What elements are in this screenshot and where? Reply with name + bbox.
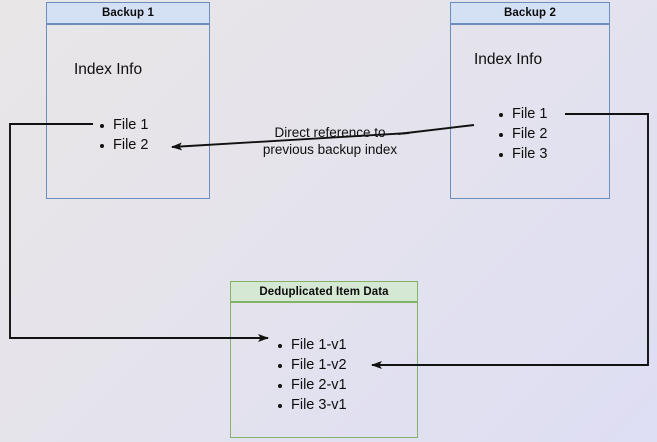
- list-item: File 2-v1: [278, 375, 347, 395]
- list-item: File 3-v1: [278, 395, 347, 415]
- direct-reference-caption: Direct reference to previous backup inde…: [262, 125, 398, 157]
- list-item: File 3: [499, 144, 547, 164]
- backup2-header-label: Backup 2: [504, 7, 556, 19]
- backup2-file-list: File 1 File 2 File 3: [499, 104, 547, 164]
- backup1-body: [46, 24, 210, 199]
- backup1-header-label: Backup 1: [102, 7, 154, 19]
- dedup-header-label: Deduplicated Item Data: [259, 285, 389, 298]
- backup1-index-info-label: Index Info: [74, 61, 143, 78]
- list-item: File 1-v2: [278, 355, 347, 375]
- dedup-body: [230, 302, 418, 438]
- backup2-index-info-label: Index Info: [474, 51, 543, 68]
- list-item: File 2: [100, 135, 148, 155]
- backup1-header: Backup 1: [46, 2, 210, 24]
- dedup-file-list: File 1-v1 File 1-v2 File 2-v1 File 3-v1: [278, 335, 347, 415]
- list-item: File 2: [499, 124, 547, 144]
- backup2-header: Backup 2: [450, 2, 610, 24]
- list-item: File 1: [100, 115, 148, 135]
- dedup-header: Deduplicated Item Data: [230, 281, 418, 302]
- list-item: File 1: [499, 104, 547, 124]
- list-item: File 1-v1: [278, 335, 347, 355]
- backup1-file-list: File 1 File 2: [100, 115, 148, 155]
